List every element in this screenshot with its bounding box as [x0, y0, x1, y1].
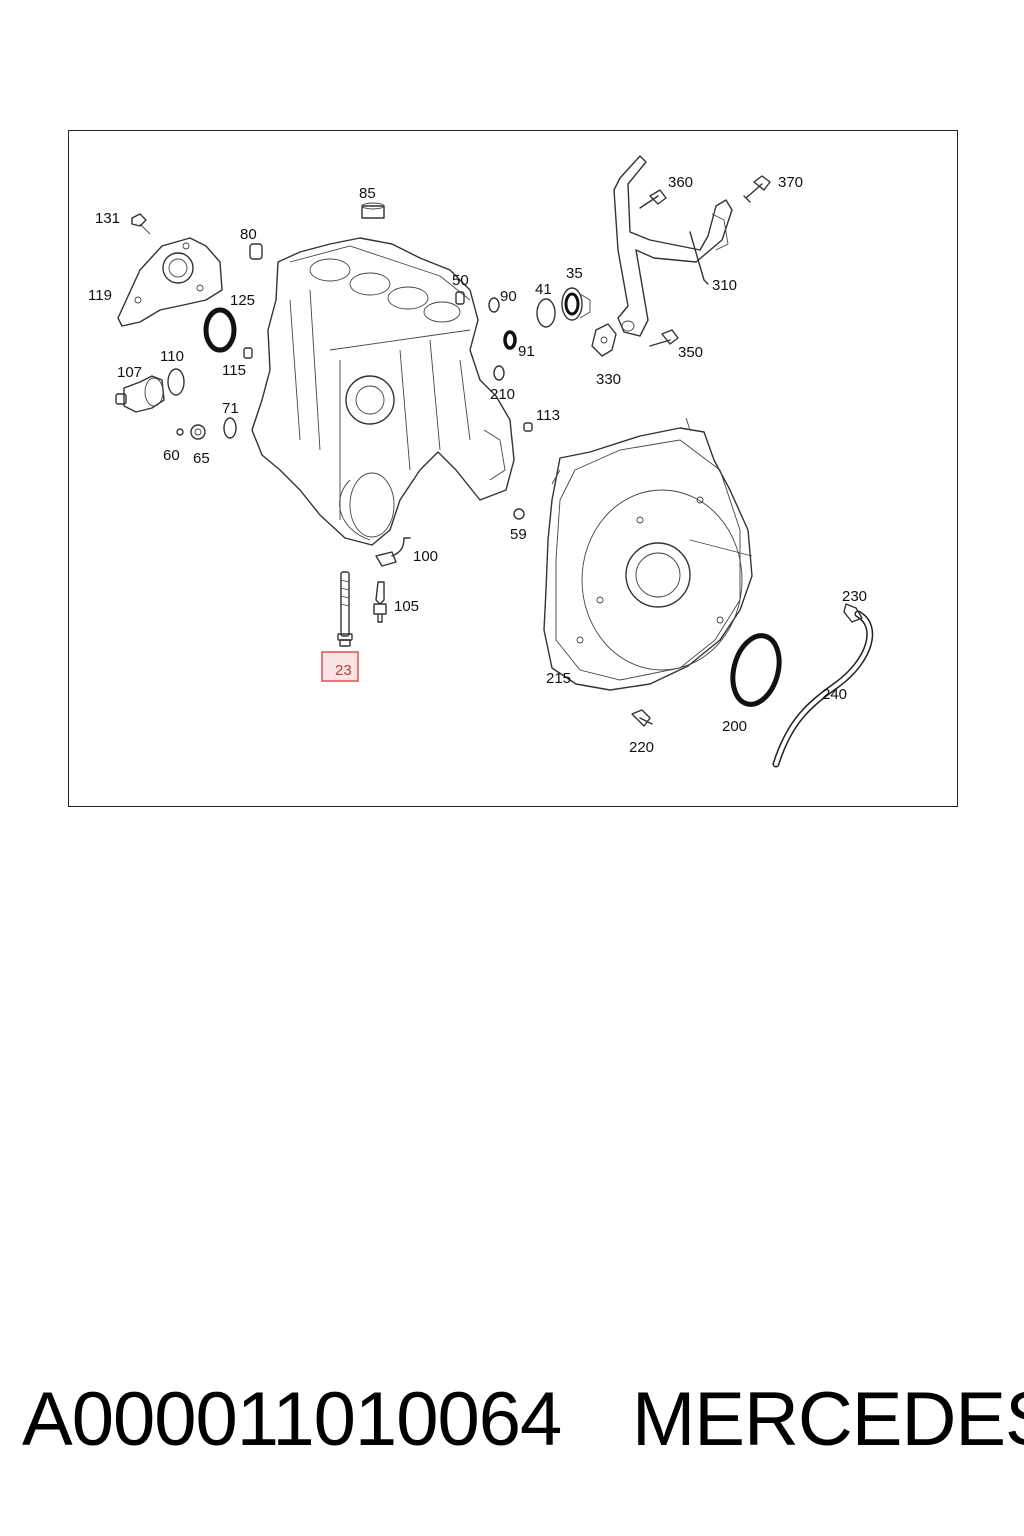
part-number: A000011010064 [22, 1377, 562, 1462]
front-cover-drawing [117, 213, 223, 327]
callout-370[interactable]: 370 [778, 174, 803, 191]
callout-350[interactable]: 350 [678, 344, 703, 361]
callout-59[interactable]: 59 [510, 526, 527, 543]
callout-310[interactable]: 310 [712, 277, 737, 294]
callout-90[interactable]: 90 [500, 288, 517, 305]
callout-220[interactable]: 220 [629, 739, 654, 756]
highlight-box [321, 651, 359, 682]
sensor-105-drawing [373, 581, 387, 623]
small-sleeves-drawing [243, 202, 465, 359]
callout-125[interactable]: 125 [230, 292, 255, 309]
callout-200[interactable]: 200 [722, 718, 747, 735]
callout-119[interactable]: 119 [88, 287, 112, 304]
bolt-220-drawing [631, 709, 653, 727]
callout-35[interactable]: 35 [566, 265, 583, 282]
callout-100[interactable]: 100 [413, 548, 438, 565]
callout-105[interactable]: 105 [394, 598, 419, 615]
sensor-100-drawing [375, 537, 411, 567]
pipe-bracket-drawing [591, 155, 771, 357]
callout-230[interactable]: 230 [842, 588, 867, 605]
callout-23[interactable]: 23 [335, 662, 352, 679]
callout-107[interactable]: 107 [117, 364, 142, 381]
highlighted-callout-23[interactable]: 23 [321, 651, 359, 682]
sensor-107-drawing [115, 368, 237, 440]
callout-240[interactable]: 240 [822, 686, 847, 703]
cylinder-head-bolt-23-drawing [337, 571, 353, 647]
callout-65[interactable]: 65 [193, 450, 210, 467]
engine-block-drawing [251, 237, 515, 546]
callout-210[interactable]: 210 [490, 386, 515, 403]
seal-125-drawing [203, 307, 237, 353]
callout-85[interactable]: 85 [359, 185, 376, 202]
brand-name: MERCEDES [632, 1377, 1024, 1462]
callout-113[interactable]: 113 [536, 407, 560, 424]
callout-330[interactable]: 330 [596, 371, 621, 388]
callout-360[interactable]: 360 [668, 174, 693, 191]
callout-91[interactable]: 91 [518, 343, 535, 360]
callout-60[interactable]: 60 [163, 447, 180, 464]
callout-110[interactable]: 110 [160, 348, 184, 365]
callout-labels: 131 85 80 50 119 125 90 41 35 91 110 115… [88, 174, 867, 756]
hose-240-drawing [772, 603, 874, 768]
bell-housing-drawing [543, 417, 753, 691]
callout-80[interactable]: 80 [240, 226, 257, 243]
callout-215[interactable]: 215 [546, 670, 571, 687]
callout-50[interactable]: 50 [452, 272, 469, 289]
callout-41[interactable]: 41 [535, 281, 552, 298]
callout-115[interactable]: 115 [222, 362, 246, 379]
plugs-drawing [488, 287, 591, 350]
callout-71[interactable]: 71 [222, 400, 239, 417]
dowels-drawing [493, 365, 533, 520]
diagram-frame [68, 130, 958, 807]
seal-200-drawing [730, 633, 782, 707]
callout-131[interactable]: 131 [95, 210, 120, 227]
